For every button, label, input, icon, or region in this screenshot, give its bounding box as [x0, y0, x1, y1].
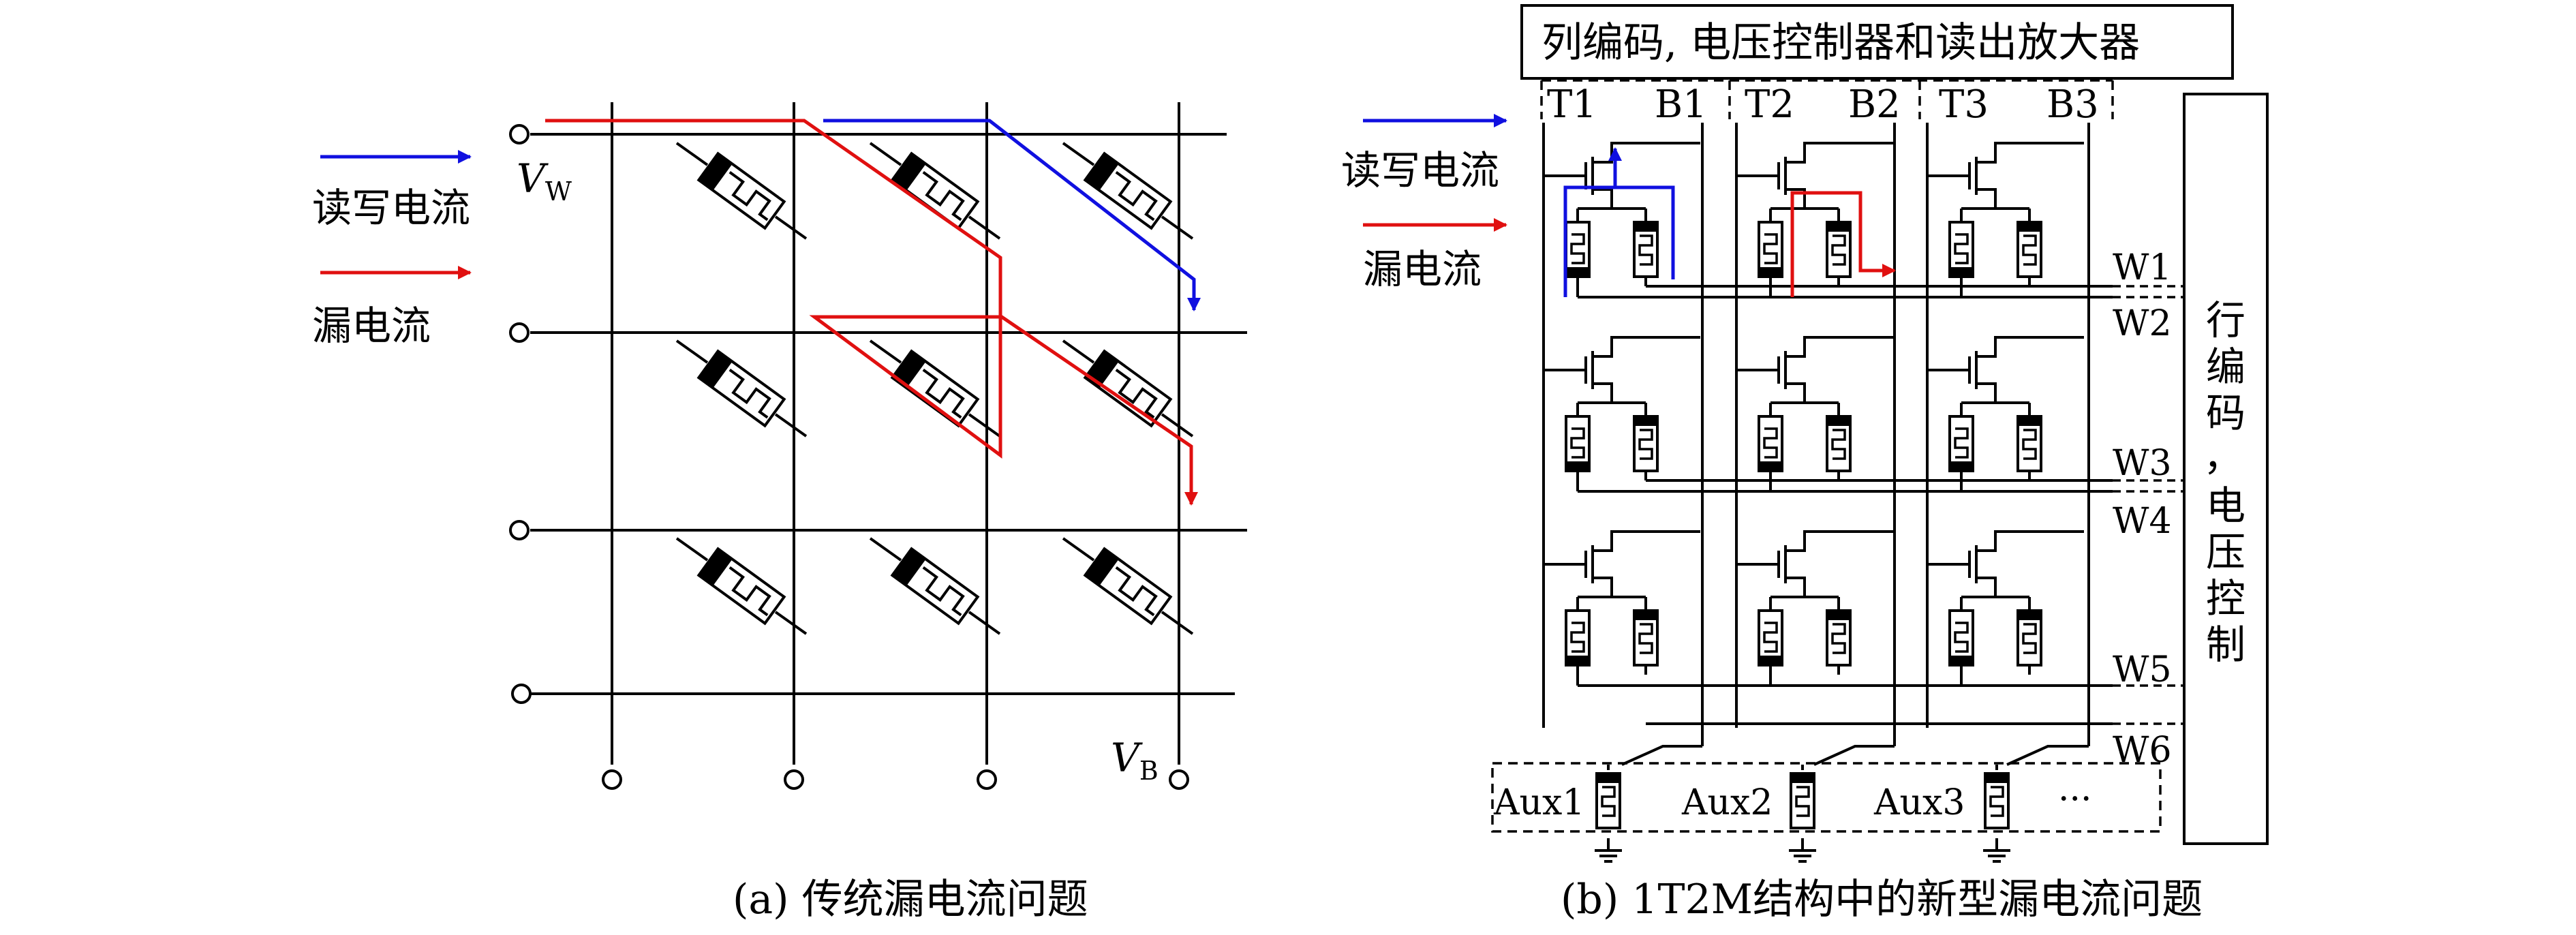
- row-decoder-box: [2183, 93, 2269, 845]
- svg-text:Aux1: Aux1: [1493, 782, 1584, 823]
- cell-1t2m: [1927, 143, 2084, 297]
- svg-text:制: 制: [2206, 622, 2245, 668]
- word-line-dashed-segments: [2113, 285, 2186, 725]
- cell-1t2m: [1544, 532, 1700, 686]
- svg-text:Aux2: Aux2: [1681, 782, 1773, 823]
- memristor: [869, 339, 1001, 438]
- svg-text:B2: B2: [1848, 82, 1901, 127]
- svg-text:电: 电: [2206, 482, 2245, 529]
- caption-a: (a) 传统漏电流问题: [733, 876, 1088, 923]
- column-decoder-label: 列编码, 电压控制器和读出放大器: [1542, 19, 2140, 67]
- svg-text:T2: T2: [1745, 82, 1794, 127]
- svg-text:B1: B1: [1655, 82, 1707, 127]
- column-group-frames: [1540, 79, 2114, 119]
- svg-text:，: ，: [2203, 433, 2243, 480]
- row-lines: [530, 133, 1247, 695]
- aux-frame: [1491, 762, 2162, 833]
- svg-text:控: 控: [2206, 575, 2245, 622]
- caption-b: (b) 1T2M结构中的新型漏电流问题: [1561, 876, 2203, 923]
- column-labels: T1 B1 T2 B2 T3 B3: [1547, 82, 2099, 127]
- word-line-labels: W1 W2 W3 W4 W5 W6: [2113, 247, 2172, 771]
- terminals: [509, 124, 1189, 790]
- memristor: [675, 537, 808, 635]
- panel-a-crossbar: 读写电流 漏电流: [312, 102, 1247, 923]
- svg-text:编: 编: [2206, 343, 2245, 390]
- memristor: [869, 142, 1001, 240]
- svg-text:W5: W5: [2113, 649, 2172, 690]
- svg-text:W2: W2: [2113, 303, 2172, 344]
- cell-1t2m: [1927, 337, 2084, 491]
- cells: [1544, 143, 2084, 686]
- svg-text:T3: T3: [1939, 82, 1989, 127]
- svg-text:W6: W6: [2113, 730, 2172, 771]
- row-decoder-label: 行 编 码 ， 电 压 控 制: [2203, 297, 2245, 668]
- legend-label-leakage: 漏电流: [312, 303, 431, 349]
- b-column-lines: [1701, 123, 2090, 746]
- leakage-current-path: [545, 119, 1198, 506]
- svg-text:压: 压: [2206, 529, 2245, 575]
- read-write-current-path: [823, 119, 1201, 311]
- t-column-lines: [1542, 123, 1929, 728]
- cell-1t2m: [1927, 532, 2084, 686]
- label-vw: VW: [517, 155, 572, 206]
- leakage-current-path-b: [1790, 191, 1896, 297]
- aux-devices: [1595, 745, 2089, 863]
- svg-text:W4: W4: [2113, 501, 2172, 542]
- svg-text:W1: W1: [2113, 247, 2172, 288]
- memristor: [1062, 339, 1194, 438]
- svg-text:行: 行: [2206, 297, 2245, 343]
- cell-1t2m: [1736, 532, 1893, 686]
- panel-b-1t2m: 读写电流 漏电流 列编码, 电压控制器和读出放大器 行 编 码 ， 电 压 控 …: [1341, 4, 2269, 923]
- read-write-current-path-b: [1563, 147, 1622, 297]
- memristor: [1062, 537, 1194, 635]
- aux-memristor: [1790, 772, 1815, 829]
- svg-text:Aux3: Aux3: [1873, 782, 1965, 823]
- column-decoder-box: [1520, 4, 2234, 80]
- read-write-current-branch-b: [1615, 185, 1675, 279]
- cell-1t2m: [1736, 143, 1893, 297]
- legend-label-read-write: 读写电流: [312, 185, 470, 231]
- memristor: [869, 537, 1001, 635]
- svg-text:码: 码: [2206, 390, 2245, 436]
- cell-1t2m: [1544, 337, 1700, 491]
- svg-text:···: ···: [2058, 779, 2092, 820]
- memristor: [675, 142, 808, 240]
- legend-label-leakage-b: 漏电流: [1363, 246, 1482, 292]
- svg-text:T1: T1: [1547, 82, 1597, 127]
- memristor: [675, 339, 808, 438]
- legend-label-read-write-b: 读写电流: [1341, 147, 1499, 194]
- label-vb: VB: [1111, 735, 1159, 786]
- aux-memristor: [1984, 772, 2010, 829]
- svg-text:W3: W3: [2113, 443, 2172, 484]
- cell-1t2m: [1736, 337, 1893, 491]
- aux-memristor: [1595, 772, 1621, 829]
- word-lines: [1578, 285, 2113, 725]
- svg-text:B3: B3: [2046, 82, 2099, 127]
- aux-labels: Aux1 Aux2 Aux3 ···: [1493, 779, 2092, 823]
- column-lines: [611, 102, 1180, 765]
